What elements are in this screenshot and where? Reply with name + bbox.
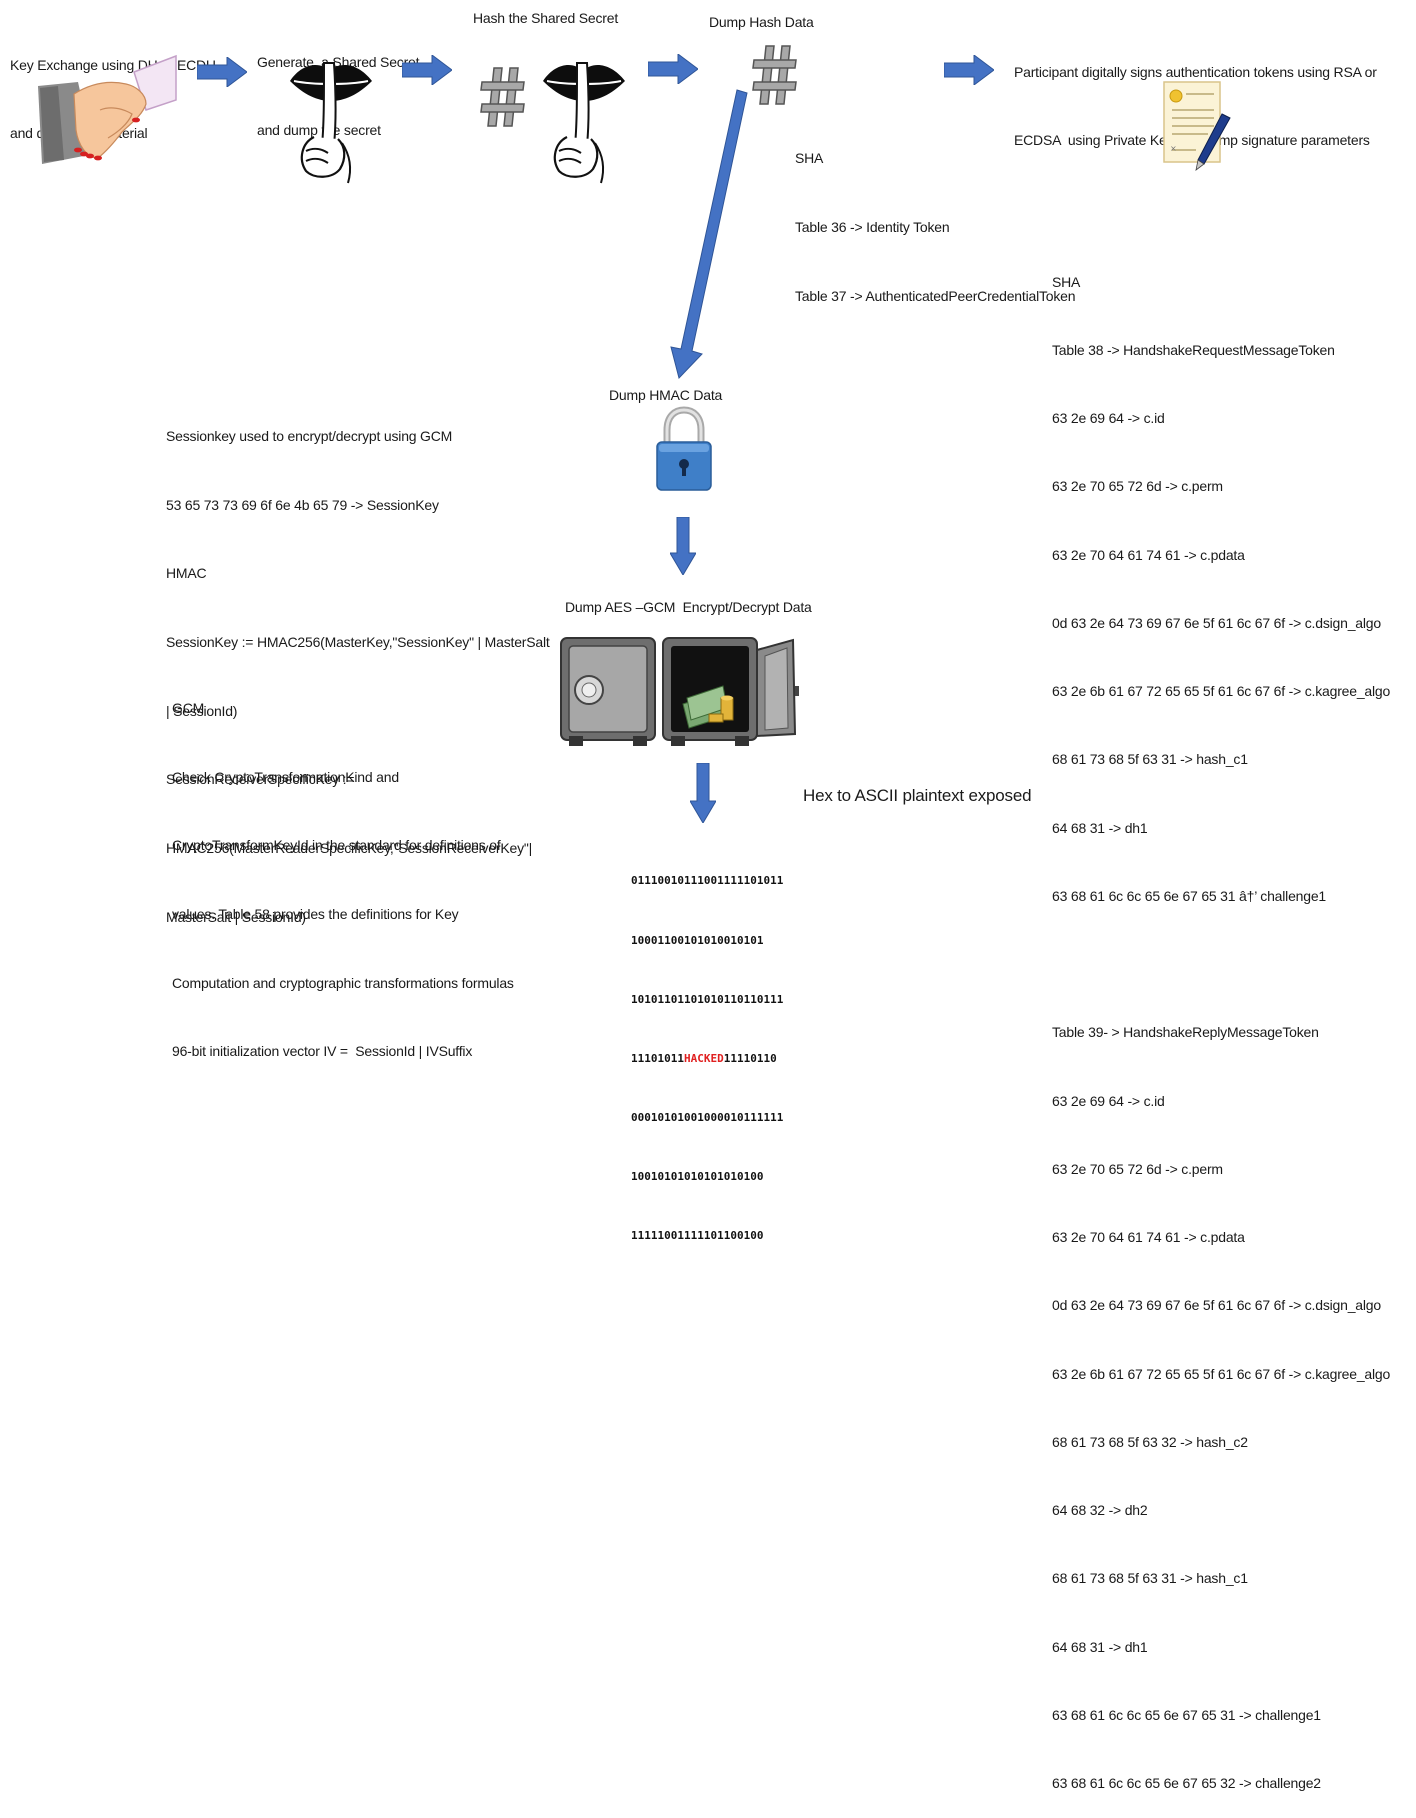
sha-right-line: 63 2e 69 64 -> c.id (1052, 410, 1165, 426)
arrow-down-2 (690, 763, 716, 823)
open-safe-icon (662, 637, 799, 746)
hacked-text: HACKED (683, 1051, 724, 1065)
session-key-block: Sessionkey used to encrypt/decrypt using… (166, 379, 550, 952)
sha-right-line: Table 38 -> HandshakeRequestMessageToken (1052, 341, 1335, 358)
sha-top-block: SHA Table 36 -> Identity Token Table 37 … (795, 101, 1076, 331)
arrow-right-2 (402, 55, 452, 85)
gcm-line: GCM (172, 699, 205, 716)
sha-right-line: 63 68 61 6c 6c 65 6e 67 65 32 -> challen… (1052, 1775, 1321, 1791)
shh-icon (290, 62, 372, 184)
arrow-down-diagonal (670, 89, 748, 379)
arrow-down-1 (670, 517, 696, 575)
sha-right-line: 63 2e 6b 61 67 72 65 65 5f 61 6c 67 6f -… (1052, 683, 1391, 699)
binary-segment: 11101011 (631, 1051, 684, 1065)
sha-right-line: 68 61 73 68 5f 63 31 -> hash_c1 (1052, 751, 1248, 768)
sha-right-line: 68 61 73 68 5f 63 31 -> hash_c1 (1052, 1570, 1248, 1587)
sign-line-1: Participant digitally signs authenticati… (1014, 64, 1377, 80)
gcm-line: values. Table 58 provides the definition… (172, 905, 459, 922)
sha-right-line: 63 2e 70 65 72 6d -> c.perm (1052, 478, 1223, 495)
dump-aes-label: Dump AES –GCM Encrypt/Decrypt Data (565, 599, 812, 615)
sha-right-line: 63 2e 6b 61 67 72 65 65 5f 61 6c 67 6f -… (1052, 1365, 1391, 1382)
hash-secret-label: Hash the Shared Secret (473, 10, 619, 26)
binary-line: 10010101010101010100 (631, 1169, 764, 1183)
arrow-right-3 (648, 54, 698, 84)
sha-right-line: 63 68 61 6c 6c 65 6e 67 65 31 -> challen… (1052, 1706, 1321, 1723)
hash-icon (480, 67, 525, 127)
binary-line-hacked: 11101011HACKED11110110 (631, 1049, 783, 1069)
session-line: SessionReceiverSpecificKey := (166, 771, 355, 788)
hash-icon-2 (752, 45, 797, 105)
sha-top-line: Table 37 -> AuthenticatedPeerCredentialT… (795, 288, 1076, 304)
gcm-line: Computation and cryptographic transforma… (172, 974, 514, 991)
session-line: HMAC256(MasterReaderSpecificKey,"Session… (166, 840, 533, 857)
session-line: 53 65 73 73 69 6f 6e 4b 65 79 -> Session… (166, 496, 439, 513)
session-line: Sessionkey used to encrypt/decrypt using… (166, 427, 453, 444)
binary-line: 00010101001000010111111 (631, 1110, 784, 1124)
svg-text:×: × (1170, 144, 1177, 153)
sha-right-line: 0d 63 2e 64 73 69 67 6e 5f 61 6c 67 6f -… (1052, 614, 1381, 631)
binary-line: 10101101101010110110111 (631, 992, 784, 1006)
binary-output: 01110010111001111101011 1000110010101001… (631, 832, 783, 1265)
sha-right-line: 64 68 31 -> dh1 (1052, 1638, 1148, 1655)
sha-right-line (1052, 953, 1390, 976)
sha-right-line: 64 68 32 -> dh2 (1052, 1502, 1148, 1518)
sha-right-line: Table 39- > HandshakeReplyMessageToken (1052, 1024, 1319, 1041)
binary-line: 01110010111001111101011 (631, 874, 784, 888)
binary-line: 10001100101010010101 (631, 933, 764, 947)
sha-right-line: SHA (1052, 273, 1081, 290)
session-line: MasterSalt | SessionId) (166, 908, 306, 925)
binary-segment: 11110110 (723, 1051, 777, 1065)
closed-safe-icon (560, 637, 656, 746)
sha-right-line: 63 2e 70 64 61 74 61 -> c.pdata (1052, 1229, 1245, 1245)
arrow-right-1 (197, 57, 247, 87)
sha-top-line: SHA (795, 150, 824, 166)
dump-hash-label: Dump Hash Data (709, 14, 814, 30)
gcm-line: 96-bit initialization vector IV = Sessio… (172, 1043, 473, 1060)
gcm-line: CryptoTransformKeyId in the standard for… (172, 837, 501, 854)
session-line: | SessionId) (166, 702, 238, 719)
sha-right-line: 63 2e 69 64 -> c.id (1052, 1092, 1165, 1109)
gcm-line: Check CryptoTransformationKind and (172, 768, 399, 785)
sha-right-line: 63 2e 70 65 72 6d -> c.perm (1052, 1160, 1223, 1177)
session-line: SessionKey := HMAC256(MasterKey,"Session… (166, 633, 550, 650)
arrow-right-4 (944, 55, 994, 85)
sha-right-line: 63 68 61 6c 6c 65 6e 67 65 31 â†’ challe… (1052, 887, 1327, 904)
padlock-icon (656, 406, 712, 491)
sha-right-line: 68 61 73 68 5f 63 32 -> hash_c2 (1052, 1433, 1248, 1450)
dump-hmac-label: Dump HMAC Data (609, 387, 723, 403)
sha-right-line: 63 2e 70 64 61 74 61 -> c.pdata (1052, 546, 1245, 563)
session-line: HMAC (166, 565, 207, 582)
signed-certificate-icon: × (1163, 81, 1231, 171)
shh-icon-2 (543, 62, 625, 184)
gcm-block: GCM Check CryptoTransformationKind and C… (172, 651, 514, 1086)
binary-line: 11111001111101100100 (631, 1229, 764, 1243)
sha-right-line: 64 68 31 -> dh1 (1052, 819, 1148, 836)
handshake-icon (38, 54, 177, 164)
sha-right-block: SHA Table 38 -> HandshakeRequestMessageT… (1052, 225, 1390, 1818)
hex-ascii-label: Hex to ASCII plaintext exposed (803, 786, 1032, 805)
sha-right-line: 0d 63 2e 64 73 69 67 6e 5f 61 6c 67 6f -… (1052, 1297, 1381, 1314)
sha-top-line: Table 36 -> Identity Token (795, 219, 950, 235)
